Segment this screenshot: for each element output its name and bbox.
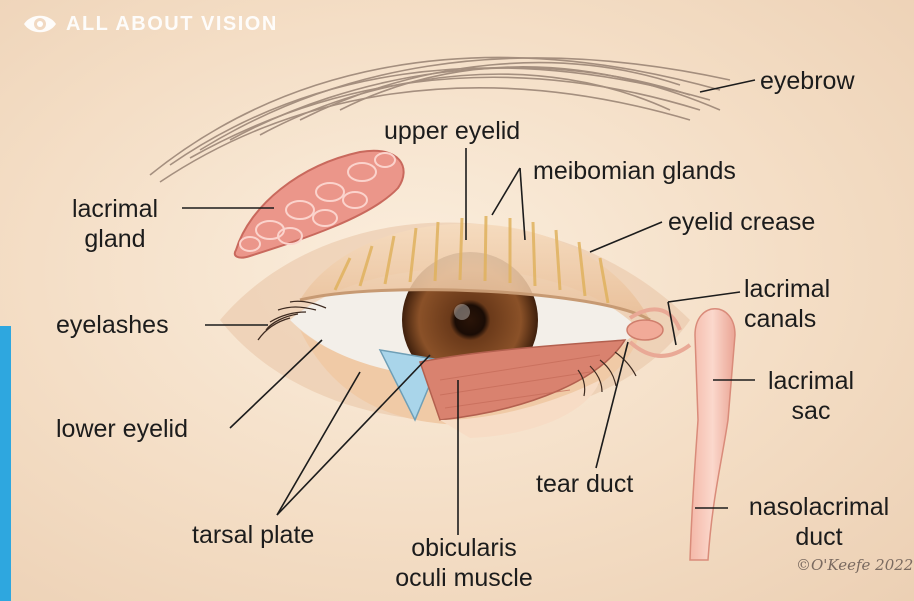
label-lacrimal-sac-line2: sac [752, 396, 870, 426]
artist-signature: ©O'Keefe 2022 [796, 556, 913, 574]
label-lacrimal-canals: lacrimal canals [744, 274, 830, 334]
iris-highlight [454, 304, 470, 320]
label-nasolacrimal-duct-line1: nasolacrimal [734, 492, 904, 522]
label-lacrimal-sac: lacrimal sac [752, 366, 870, 426]
label-obicularis-oculi-muscle: obicularis oculi muscle [376, 533, 552, 593]
label-nasolacrimal-duct-line2: duct [734, 522, 904, 552]
label-eyebrow: eyebrow [760, 66, 855, 96]
label-obicularis-line2: oculi muscle [376, 563, 552, 593]
label-tarsal-plate: tarsal plate [192, 520, 314, 550]
label-nasolacrimal-duct: nasolacrimal duct [734, 492, 904, 552]
label-lacrimal-canals-line2: canals [744, 304, 830, 334]
label-tear-duct: tear duct [536, 469, 633, 499]
lacrimal-sac-duct-shape [690, 309, 735, 560]
label-eyelashes: eyelashes [56, 310, 169, 340]
accent-bar [0, 326, 11, 601]
eye-logo-icon [22, 12, 58, 36]
brand-logo: ALL ABOUT VISION [22, 12, 278, 36]
label-lower-eyelid: lower eyelid [56, 414, 188, 444]
label-lacrimal-gland-line1: lacrimal [58, 194, 172, 224]
label-lacrimal-canals-line1: lacrimal [744, 274, 830, 304]
label-obicularis-line1: obicularis [376, 533, 552, 563]
label-meibomian-glands: meibomian glands [533, 156, 736, 186]
brand-name: ALL ABOUT VISION [66, 13, 278, 36]
label-lacrimal-sac-line1: lacrimal [752, 366, 870, 396]
label-lacrimal-gland: lacrimal gland [58, 194, 172, 254]
label-upper-eyelid: upper eyelid [384, 116, 520, 146]
punctum [627, 320, 663, 340]
label-eyelid-crease: eyelid crease [668, 207, 815, 237]
label-lacrimal-gland-line2: gland [58, 224, 172, 254]
